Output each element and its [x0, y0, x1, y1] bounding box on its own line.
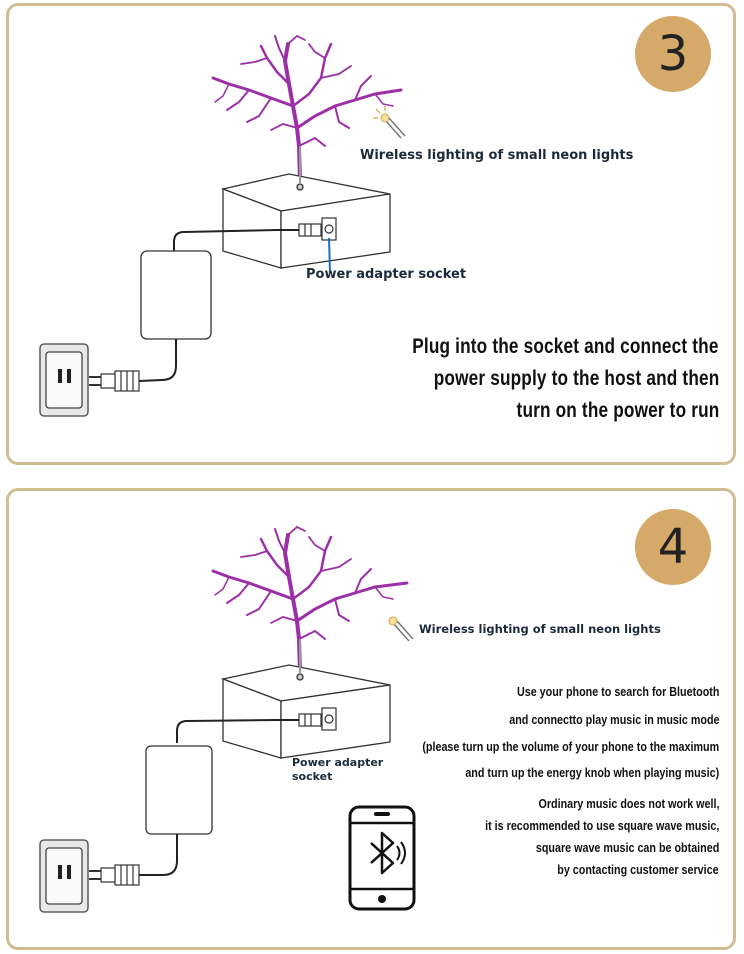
instruction-a-line-4: and turn up the energy knob when playing…	[465, 766, 719, 780]
plug-icon	[89, 370, 140, 392]
step-3-panel: 3	[6, 3, 736, 465]
neon-lights-label: Wireless lighting of small neon lights	[419, 622, 661, 636]
step-4-illustration	[39, 525, 416, 913]
tesla-coil-lightning-icon	[211, 525, 409, 675]
bluetooth-phone-icon	[348, 805, 416, 911]
neon-bulb-icon	[373, 106, 406, 139]
wall-outlet-icon	[39, 839, 89, 913]
instruction-b-line-2: it is recommended to use square wave mus…	[484, 819, 719, 833]
neon-bulb-icon	[388, 616, 414, 642]
wall-outlet-icon	[39, 343, 89, 417]
dc-connector	[176, 707, 337, 743]
instruction-line-3: turn on the power to run	[516, 399, 719, 422]
instruction-b-line-3: square wave music can be obtained	[535, 841, 719, 855]
instruction-line-2: power supply to the host and then	[433, 367, 719, 390]
neon-lights-label: Wireless lighting of small neon lights	[360, 148, 634, 163]
power-adapter-icon	[140, 250, 212, 340]
host-box	[220, 146, 391, 269]
instruction-b-line-4: by contacting customer service	[557, 863, 719, 877]
instruction-a-line-3: (please turn up the volume of your phone…	[422, 740, 719, 754]
socket-label-line-2: socket	[292, 770, 333, 783]
step-3-illustration	[39, 34, 406, 417]
instruction-a-line-1: Use your phone to search for Bluetooth	[516, 685, 719, 699]
instruction-b-line-1: Ordinary music does not work well,	[537, 797, 719, 811]
instruction-line-1: Plug into the socket and connect the	[412, 335, 719, 358]
socket-pointer	[328, 237, 331, 274]
socket-label: Power adapter socket	[306, 267, 467, 282]
power-adapter-icon	[145, 745, 213, 835]
host-box	[220, 639, 391, 759]
dc-connector	[173, 217, 337, 252]
plug-icon	[89, 864, 140, 886]
socket-label-line-1: Power adapter	[292, 756, 384, 769]
instruction-a-line-2: and connectto play music in music mode	[508, 713, 719, 727]
step-number-badge: 3	[635, 16, 711, 92]
step-number-badge: 4	[635, 509, 711, 585]
step-4-panel: 4	[6, 488, 736, 950]
